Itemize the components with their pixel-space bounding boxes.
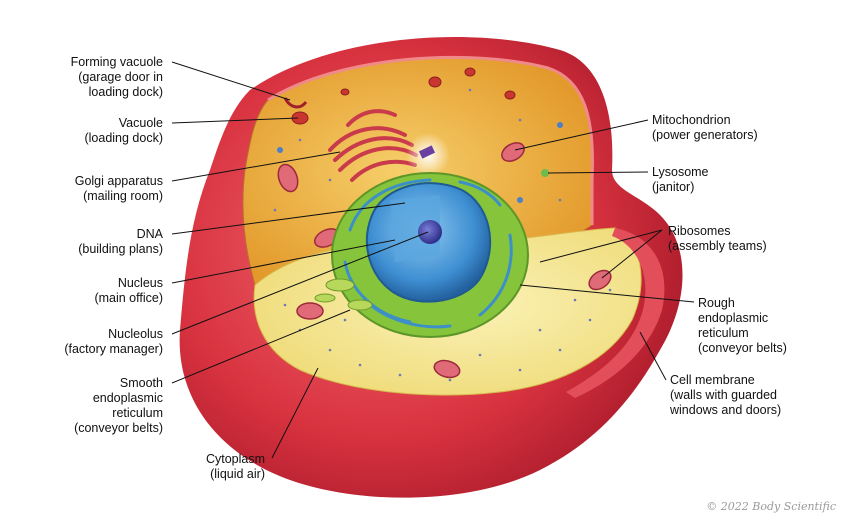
smooth-er (314, 278, 373, 311)
membrane-lip (566, 228, 665, 398)
centriole (418, 145, 436, 159)
lysosomes (277, 122, 563, 203)
label-nucleolus: Nucleolus(factory manager) (64, 327, 163, 356)
label-nucleus: Nucleus(main office) (94, 276, 163, 305)
nucleus-cutaway (390, 195, 440, 262)
cytoplasm-particles (273, 88, 612, 382)
forming-vacuole (283, 97, 308, 109)
label-golgi-apparatus: Golgi apparatus(mailing room) (74, 174, 163, 203)
label-lysosome: Lysosome(janitor) (652, 165, 709, 194)
label-vacuole: Vacuole(loading dock) (84, 116, 163, 145)
vacuoles (291, 67, 516, 125)
copyright-credit: © 2022 Body Scientific (706, 500, 836, 513)
label-ribosomes: Ribosomes(assembly teams) (668, 224, 767, 253)
membrane-cut-edge (267, 55, 594, 225)
label-mitochondrion: Mitochondrion(power generators) (652, 113, 758, 142)
label-dna: DNA(building plans) (78, 227, 163, 256)
label-cytoplasm: Cytoplasm(liquid air) (205, 452, 265, 481)
leader-lines (171, 61, 695, 459)
nucleolus (418, 220, 442, 244)
